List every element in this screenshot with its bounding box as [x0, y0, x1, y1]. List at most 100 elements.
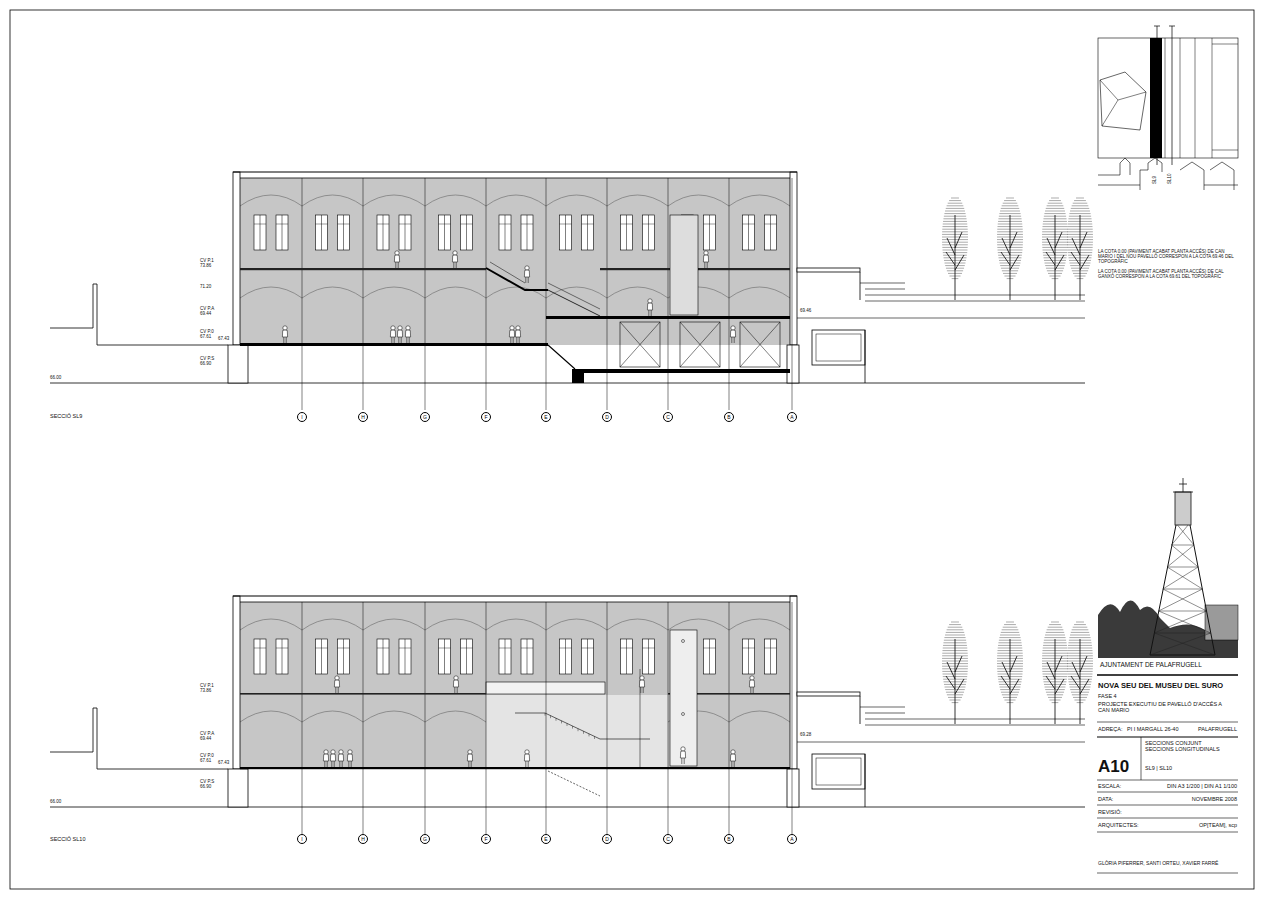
- level-mark: CV P.0 67.61: [200, 753, 218, 763]
- annex-wall: [860, 696, 861, 724]
- arch-line: [363, 287, 425, 298]
- ground-line: [50, 807, 1085, 808]
- window: [377, 215, 389, 250]
- person-head: [406, 326, 410, 330]
- person-head: [750, 676, 754, 680]
- grid-axis-circle: I: [297, 412, 307, 422]
- level-mark: 69.46: [800, 308, 811, 313]
- window: [377, 639, 389, 674]
- person-figure: [453, 676, 458, 693]
- person-body: [509, 330, 514, 337]
- lift-shaft: [670, 630, 697, 766]
- arch-line: [425, 711, 486, 722]
- tree-symbol: [1067, 198, 1093, 300]
- tree-hatch: [1000, 211, 1020, 212]
- window-transom: [560, 224, 572, 225]
- window-transom: [276, 648, 288, 649]
- tower-brace: [1154, 611, 1211, 633]
- window-mullion: [321, 215, 322, 250]
- tree-hatch: [1004, 200, 1016, 201]
- stair-step: [583, 731, 584, 734]
- person-body: [453, 680, 458, 687]
- person-head: [510, 326, 514, 330]
- person-figure: [394, 251, 399, 268]
- window: [765, 639, 777, 674]
- grid-line: [302, 602, 303, 834]
- roof-line: [233, 595, 797, 596]
- glass-panel: [680, 322, 720, 367]
- terrace-lines: [797, 707, 1085, 742]
- title-rule: [1097, 780, 1238, 781]
- roof-line: [240, 602, 790, 603]
- annex-wall: [860, 272, 861, 300]
- person-legs: [732, 761, 734, 767]
- person-head: [395, 251, 399, 255]
- person-figure: [390, 326, 395, 343]
- window: [643, 215, 655, 250]
- stair-step: [561, 721, 562, 724]
- arch-line: [729, 711, 790, 722]
- date-value: NOVEMBRE 2008: [1192, 796, 1237, 802]
- tree-hatch: [1045, 211, 1065, 212]
- person-legs: [682, 758, 684, 764]
- glass-cross: [740, 322, 780, 367]
- arch-line: [302, 287, 363, 298]
- architects-value: OP[TEAM], scp: [1199, 822, 1237, 828]
- person-body: [334, 680, 339, 687]
- person-body: [323, 754, 328, 761]
- person-body: [452, 255, 457, 262]
- window-transom: [499, 224, 511, 225]
- address-town: PALAFRUGELL: [1198, 726, 1237, 732]
- grid-axis-circle: C: [663, 834, 673, 844]
- foundation: [787, 345, 799, 383]
- window-transom: [276, 224, 288, 225]
- tree-symbol: [1067, 622, 1093, 724]
- tree-hatch: [1045, 635, 1065, 636]
- grid-axis-letter: I: [301, 415, 302, 420]
- arch-line: [729, 287, 790, 298]
- tree-hatch: [1002, 205, 1019, 206]
- grid-line: [546, 602, 547, 834]
- tree-hatch: [1069, 213, 1090, 214]
- grid-line: [425, 178, 426, 410]
- person-legs: [325, 761, 327, 767]
- arch-line: [302, 195, 363, 206]
- tree-hatch: [999, 213, 1020, 214]
- arch-line: [425, 195, 486, 206]
- grid-line: [668, 178, 669, 410]
- tree-hatch: [947, 629, 964, 630]
- level-mark: CV P.A 69.44: [200, 731, 218, 741]
- window: [439, 639, 451, 674]
- person-head: [398, 326, 402, 330]
- window-mullion: [444, 639, 445, 674]
- scale-value: DIN A3 1/200 | DIN A1 1/100: [1167, 783, 1237, 789]
- person-figure: [338, 750, 343, 767]
- tower-brace: [1150, 633, 1215, 655]
- grid-axis-circle: D: [602, 412, 612, 422]
- person-legs: [517, 337, 519, 343]
- level-mark: CV P.S 66.90: [200, 779, 218, 789]
- window-transom: [765, 648, 777, 649]
- arch-line: [607, 619, 668, 630]
- person-legs: [469, 761, 471, 767]
- window-transom: [377, 648, 389, 649]
- grid-line: [546, 178, 547, 410]
- title-rule: [1097, 674, 1238, 675]
- tree-hatch: [1049, 200, 1061, 201]
- window-mullion: [709, 639, 710, 674]
- tree-symbol: [942, 622, 968, 724]
- stair-step: [578, 729, 579, 732]
- window-mullion: [626, 215, 627, 250]
- grid-axis-letter: H: [361, 837, 365, 842]
- stair-below: [548, 771, 600, 796]
- tree-trunk: [1071, 639, 1089, 724]
- window-mullion: [748, 215, 749, 250]
- window-transom: [765, 224, 777, 225]
- stair-step: [556, 718, 557, 721]
- grid-axis-letter: D: [605, 415, 609, 420]
- person-figure: [515, 326, 520, 343]
- level-note: LA COTA 0.00 (PAVIMENT ACABAT PLANTA ACC…: [1098, 269, 1238, 279]
- title-rule: [1097, 832, 1238, 833]
- arch-line: [425, 287, 486, 298]
